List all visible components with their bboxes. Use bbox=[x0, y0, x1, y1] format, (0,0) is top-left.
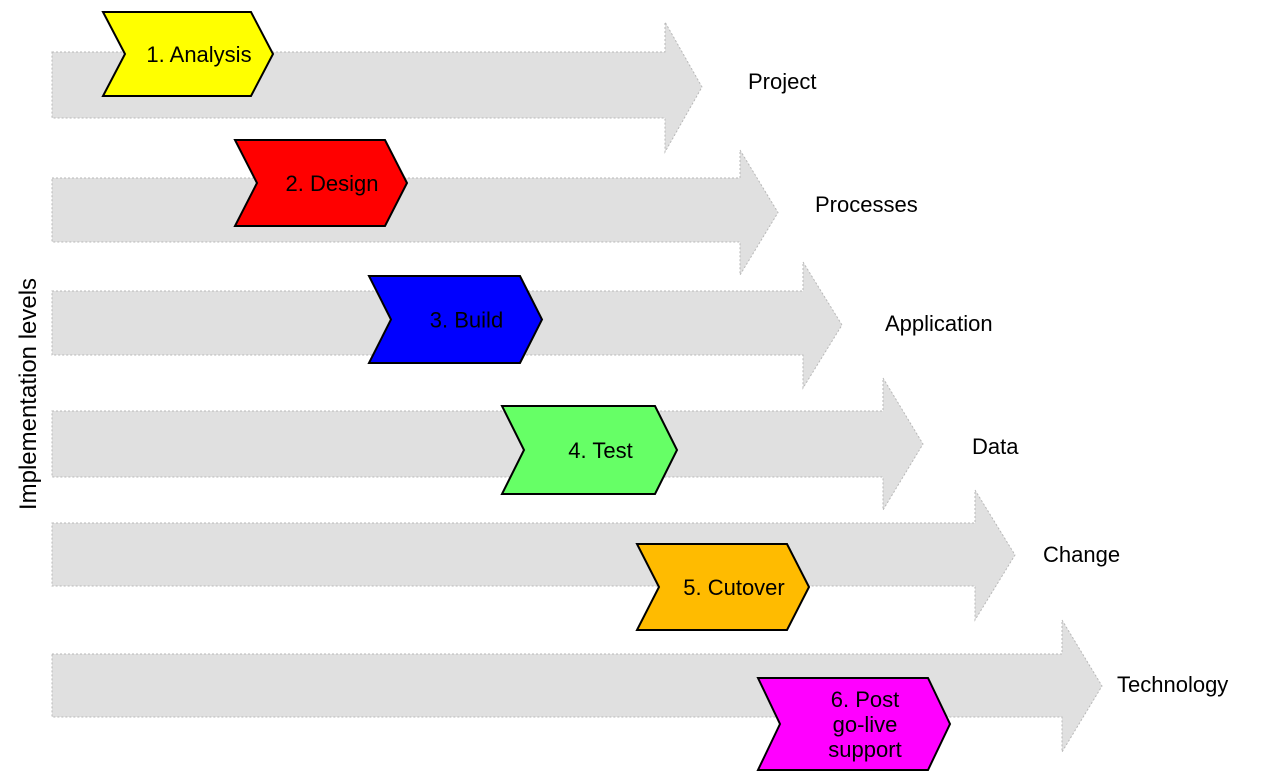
phase-shape bbox=[756, 677, 952, 771]
level-label-data: Data bbox=[972, 434, 1019, 459]
lane-arrow-technology bbox=[51, 618, 1103, 754]
phase-shape bbox=[233, 139, 409, 227]
level-lanes bbox=[51, 20, 1103, 754]
phase-label: 1. Analysis bbox=[146, 42, 251, 67]
lane-arrow-processes bbox=[51, 148, 779, 277]
phase-shape bbox=[367, 275, 544, 364]
phase-label: 2. Design bbox=[286, 171, 379, 196]
phase-shape bbox=[635, 543, 811, 631]
level-label-processes: Processes bbox=[815, 192, 918, 217]
phase-label: 4. Test bbox=[568, 438, 632, 463]
phase-chevron-4: 4. Test bbox=[500, 405, 679, 495]
phase-chevron-1: 1. Analysis bbox=[101, 11, 275, 97]
level-labels: ProjectProcessesApplicationDataChangeTec… bbox=[748, 69, 1228, 697]
phase-shape bbox=[101, 11, 275, 97]
level-label-change: Change bbox=[1043, 542, 1120, 567]
phase-label: 3. Build bbox=[430, 308, 503, 333]
phase-label: 5. Cutover bbox=[683, 575, 785, 600]
phase-shape bbox=[500, 405, 679, 495]
phase-chevrons: 1. Analysis 2. Design 3. Build 4. Test 5. Cu… bbox=[101, 11, 952, 771]
level-label-project: Project bbox=[748, 69, 816, 94]
level-label-application: Application bbox=[885, 311, 993, 336]
lane-arrow-data bbox=[51, 376, 924, 512]
phase-chevron-5: 5. Cutover bbox=[635, 543, 811, 631]
level-label-technology: Technology bbox=[1117, 672, 1228, 697]
lane-arrow-change bbox=[51, 488, 1016, 622]
axis-label: Implementation levels bbox=[15, 278, 42, 510]
phase-chevron-3: 3. Build bbox=[367, 275, 544, 364]
phase-chevron-2: 2. Design bbox=[233, 139, 409, 227]
